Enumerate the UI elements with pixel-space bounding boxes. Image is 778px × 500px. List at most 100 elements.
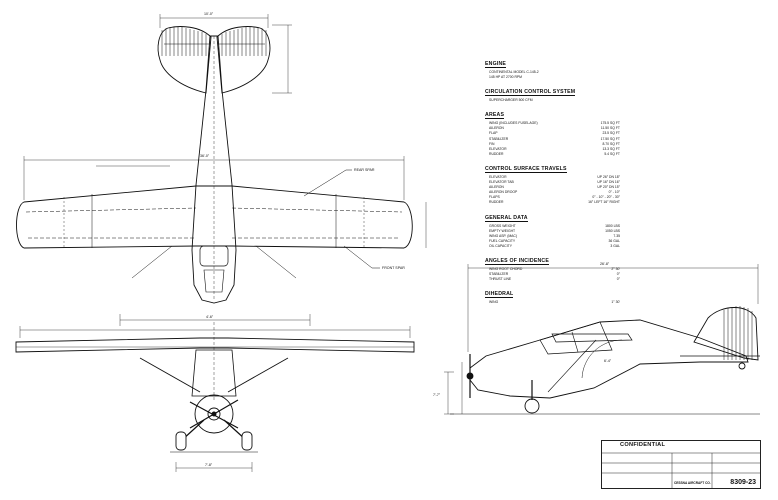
spec-row-value: 0° - 10° - 20° - 30°: [592, 195, 620, 200]
title-block: CESSNA AIRCRAFT CO. 8309-23: [601, 440, 761, 489]
spec-row-label: GROSS WEIGHT: [489, 223, 516, 228]
dim-gear-label: 7'-8": [205, 463, 213, 467]
spec-row: WING ASP. (MAC) 7.35: [485, 234, 620, 239]
spec-row-label: STABILIZER: [489, 136, 509, 141]
spec-row-label: WING: [489, 300, 499, 305]
spec-row-value: 1800 LBS: [605, 223, 620, 228]
drawing-number: 8309-23: [730, 479, 756, 486]
spec-row-label: EMPTY WEIGHT: [489, 228, 516, 233]
spec-row: WING (INCLUDES FUSELAGE)175.5 SQ FT: [485, 121, 620, 126]
spec-row-label: RUDDER: [489, 200, 504, 205]
side-view: [444, 264, 760, 415]
spec-heading: CONTROL SURFACE TRAVELS: [485, 165, 567, 173]
spec-row: WING 1° 30': [485, 300, 620, 305]
spec-row-label: ELEVATOR: [489, 174, 507, 179]
stabilizer-left: [157, 26, 212, 94]
front-spar-label: FRONT SPAR: [382, 266, 405, 270]
spec-row-label: STABILIZER: [489, 272, 509, 277]
spec-row-label: AILERON DROOP: [489, 190, 518, 195]
spec-heading: CIRCULATION CONTROL SYSTEM: [485, 89, 576, 97]
spec-row-label: ELEVATOR TAB: [489, 180, 514, 185]
fuselage-plan: [191, 35, 237, 304]
spec-row-label: FIN: [489, 141, 495, 146]
rear-spar-label: REAR SPAR: [354, 168, 375, 172]
spec-row-label: AILERON: [489, 185, 504, 190]
spec-row-label: SUPERCHARGER 500 CFM: [489, 98, 533, 103]
spec-row-value: 11.50 SQ FT: [600, 126, 620, 131]
spec-row-label: WING ROOT CHORD: [489, 266, 523, 271]
spec-row-label: THRUST LINE: [489, 277, 512, 282]
spec-row-value: 16° LEFT 16° RIGHT: [588, 200, 620, 205]
spec-row-label: FLAPS: [489, 195, 500, 200]
spec-row: RUDDER 5.4 SQ FT: [485, 152, 620, 157]
spec-row-label: ELEVATOR: [489, 146, 507, 151]
spec-row-value: 3 GAL: [610, 243, 620, 248]
dim-height-label: 7'-7": [433, 393, 441, 397]
confidential-label: CONFIDENTIAL: [620, 442, 666, 448]
dim-length-label: 26'-8": [600, 262, 610, 266]
spec-row: AILERON 11.50 SQ FT: [485, 126, 620, 131]
spec-row-value: UP 16° DN 16°: [597, 180, 620, 185]
maker-label: CESSNA AIRCRAFT CO.: [674, 481, 711, 485]
spec-row-label: AILERON: [489, 126, 504, 131]
spec-row-value: 0° - 10°: [608, 190, 620, 195]
fin-side: [693, 307, 759, 361]
spec-row: OIL CAPACITY 3 GAL: [485, 244, 620, 249]
spec-row-value: UP 20° DN 15°: [597, 185, 620, 190]
wing-front: [15, 337, 415, 353]
stabilizer-right: [216, 26, 271, 94]
spec-row: STABILIZER 0°: [485, 272, 620, 277]
title-block-grid: [602, 452, 760, 488]
spec-heading: ENGINE: [485, 61, 507, 68]
spec-row: 145 HP AT 2700 RPM: [485, 75, 620, 80]
spec-row-value: 0°: [616, 272, 620, 277]
spec-heading: ANGLES OF INCIDENCE: [485, 257, 550, 265]
spec-row: SUPERCHARGER 500 CFM: [485, 98, 620, 103]
spec-row: EMPTY WEIGHT 1050 LBS: [485, 229, 620, 234]
spec-heading: GENERAL DATA: [485, 214, 528, 222]
spec-row-label: 145 HP AT 2700 RPM: [489, 75, 522, 80]
spec-row-label: FLAP: [489, 131, 498, 136]
wing-plan: [16, 185, 413, 249]
spec-row-value: 23.5 SQ FT: [602, 131, 620, 136]
spec-row-label: RUDDER: [489, 151, 504, 156]
front-view: [15, 322, 415, 472]
spec-row-value: [617, 98, 620, 103]
spec-row-value: 0°: [616, 277, 620, 282]
spec-row: ELEVATOR 13.3 SQ FT: [485, 147, 620, 152]
dim-fus-label: 4'-6": [206, 315, 214, 319]
main-wheel-side: [524, 398, 540, 414]
spec-row-value: 36 GAL: [608, 238, 621, 243]
spec-row: ELEVATOR UP 26° DN 18°: [485, 175, 620, 180]
spec-row-value: 1050 LBS: [605, 228, 620, 233]
spec-row: AILERON UP 20° DN 15°: [485, 185, 620, 190]
spec-row-value: 175.5 SQ FT: [600, 121, 620, 126]
spec-row-value: 17.50 SQ FT: [600, 136, 620, 141]
spec-row-value: 13.3 SQ FT: [602, 146, 620, 151]
spec-row: AILERON DROOP 0° - 10°: [485, 190, 620, 195]
spec-row-value: [617, 75, 620, 80]
spec-row-value: 5.4 SQ FT: [604, 151, 620, 156]
dim-prop-label: 6'-4": [604, 359, 612, 363]
spec-row-label: WING ASP. (MAC): [489, 233, 518, 238]
spec-row: STABILIZER 17.50 SQ FT: [485, 137, 620, 142]
spec-row-value: UP 26° DN 18°: [597, 174, 620, 179]
spec-row-value: 7.35: [613, 233, 620, 238]
spec-row: THRUST LINE 0°: [485, 277, 620, 282]
spec-heading: AREAS: [485, 112, 505, 120]
spec-row: CONTINENTAL MODEL C-145-2: [485, 70, 620, 75]
spec-row: FLAPS 0° - 10° - 20° - 30°: [485, 195, 620, 200]
plan-view: [16, 14, 427, 326]
spec-row-label: OIL CAPACITY: [489, 243, 512, 248]
spec-row-value: 1° 30': [611, 300, 620, 305]
spec-heading: DIHEDRAL: [485, 291, 514, 299]
